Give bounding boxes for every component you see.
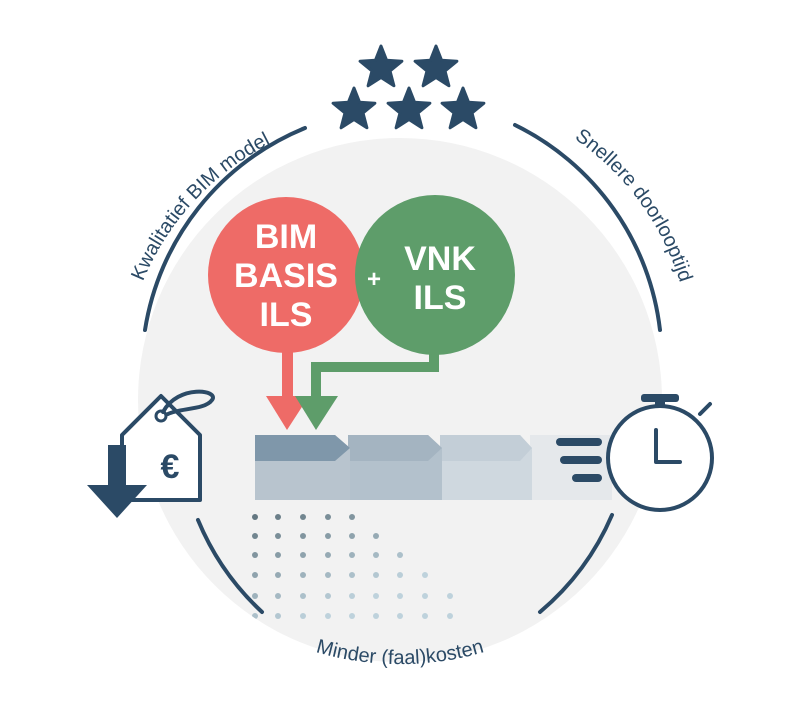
pattern-dot xyxy=(275,572,281,578)
pattern-dot xyxy=(300,514,306,520)
pattern-dot xyxy=(397,572,403,578)
dot-pattern xyxy=(252,514,453,619)
pattern-dot xyxy=(349,514,355,520)
star-icon xyxy=(386,86,432,130)
pattern-dot xyxy=(349,533,355,539)
pattern-dot xyxy=(325,572,331,578)
process-block-2-top xyxy=(348,435,442,461)
pattern-dot xyxy=(447,593,453,599)
pattern-dot xyxy=(373,552,379,558)
pattern-dot xyxy=(397,593,403,599)
pattern-dot xyxy=(397,613,403,619)
pattern-dot xyxy=(422,572,428,578)
process-flow xyxy=(255,435,612,500)
ring-arc-lower-left xyxy=(196,518,264,614)
pattern-dot xyxy=(300,572,306,578)
process-block-4 xyxy=(530,435,612,500)
pattern-dot xyxy=(275,613,281,619)
star-icon xyxy=(358,44,404,88)
green-arrow-head xyxy=(295,396,338,430)
pattern-dot xyxy=(252,613,258,619)
plus-sign: + xyxy=(367,266,381,293)
ring-arc-upper-left xyxy=(143,126,307,332)
pattern-dot xyxy=(325,593,331,599)
pattern-dot xyxy=(373,613,379,619)
pattern-dot xyxy=(300,533,306,539)
pattern-dot xyxy=(325,613,331,619)
star-icon xyxy=(440,86,486,130)
pattern-dot xyxy=(397,552,403,558)
green-circle xyxy=(355,195,515,355)
red-circle-line2: BASIS xyxy=(234,257,338,295)
pattern-dot xyxy=(252,572,258,578)
euro-symbol: € xyxy=(161,448,180,486)
pattern-dot xyxy=(275,552,281,558)
pattern-dot xyxy=(252,593,258,599)
pattern-dot xyxy=(325,514,331,520)
pattern-dot xyxy=(373,593,379,599)
stopwatch-icon xyxy=(606,394,714,512)
pattern-dot xyxy=(275,514,281,520)
red-circle xyxy=(208,197,364,353)
star-icon xyxy=(413,44,459,88)
tag-string xyxy=(161,389,215,416)
bim-basis-ils-circle: BIM BASIS ILS xyxy=(208,197,364,430)
pattern-dot xyxy=(349,572,355,578)
pattern-dot xyxy=(422,593,428,599)
process-block-1-top xyxy=(255,435,350,461)
pattern-dot xyxy=(300,593,306,599)
speed-lines-icon xyxy=(556,438,602,482)
pattern-dot xyxy=(447,613,453,619)
pattern-dot xyxy=(325,552,331,558)
price-tag-euro-icon: € xyxy=(120,389,215,502)
pattern-dot xyxy=(275,533,281,539)
pattern-dot xyxy=(349,593,355,599)
pattern-dot xyxy=(325,533,331,539)
pattern-dot xyxy=(300,613,306,619)
pattern-dot xyxy=(349,613,355,619)
green-circle-line2: ILS xyxy=(414,279,467,317)
down-arrow-icon xyxy=(87,445,147,518)
stars-rating xyxy=(331,44,486,130)
vnk-ils-circle: VNK ILS + xyxy=(295,195,515,430)
green-circle-line1: VNK xyxy=(404,240,476,278)
ring-arc-lower-right xyxy=(538,513,614,614)
pattern-dot xyxy=(252,514,258,520)
process-block-3-top xyxy=(440,435,532,461)
red-circle-line3: ILS xyxy=(260,296,313,334)
ring-arc-upper-right xyxy=(513,123,662,332)
pattern-dot xyxy=(275,593,281,599)
red-circle-line1: BIM xyxy=(255,218,317,256)
pattern-dot xyxy=(252,552,258,558)
pattern-dot xyxy=(300,552,306,558)
pattern-dot xyxy=(373,572,379,578)
red-arrow-head xyxy=(266,396,309,430)
pattern-dot xyxy=(373,533,379,539)
red-arrow-stem xyxy=(282,350,293,398)
pattern-dot xyxy=(349,552,355,558)
star-icon xyxy=(331,86,377,130)
pattern-dot xyxy=(252,533,258,539)
pattern-dot xyxy=(422,613,428,619)
